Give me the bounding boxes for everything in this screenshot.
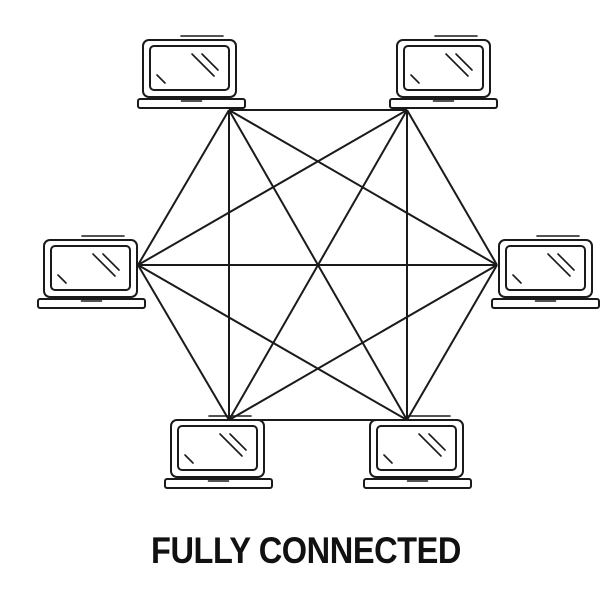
- laptop-icon-bottom-left: [164, 415, 273, 489]
- laptop-base: [491, 298, 600, 309]
- screen-glare-line: [455, 53, 473, 71]
- laptop-screen: [50, 245, 131, 291]
- laptop-base: [137, 98, 246, 109]
- laptop-nodes: [37, 35, 600, 489]
- laptop-icon-top-left: [137, 35, 246, 109]
- connection-line-top-left-to-middle-left: [137, 109, 230, 266]
- screen-glare-line: [547, 253, 571, 277]
- connection-line-middle-left-to-bottom-left: [137, 264, 230, 421]
- connection-line-middle-right-to-bottom-left: [228, 264, 498, 421]
- laptop-screen: [505, 245, 586, 291]
- screen-glare-line: [219, 433, 243, 457]
- connection-line-middle-right-to-bottom-right: [406, 264, 498, 421]
- screen-glare-line: [201, 53, 219, 71]
- laptop-screen: [376, 425, 457, 471]
- connection-line-middle-left-to-bottom-right: [137, 264, 408, 421]
- laptop-base: [164, 478, 273, 489]
- laptop-screen: [177, 425, 258, 471]
- screen-glare-line: [57, 274, 67, 284]
- laptop-icon-middle-left: [37, 235, 146, 309]
- screen-glare-line: [229, 433, 247, 451]
- laptop-base: [363, 478, 472, 489]
- screen-glare-line: [102, 253, 120, 271]
- screen-glare-line: [383, 454, 393, 464]
- screen-glare-line: [92, 253, 116, 277]
- laptop-icon-middle-right: [491, 235, 600, 309]
- screen-glare-line: [428, 433, 446, 451]
- screen-glare-line: [410, 74, 420, 84]
- laptop-base: [389, 98, 498, 109]
- connection-lines: [137, 109, 498, 421]
- screen-glare-line: [156, 74, 166, 84]
- screen-glare-line: [557, 253, 575, 271]
- diagram-title: FULLY CONNECTED: [150, 530, 461, 571]
- screen-glare-line: [418, 433, 442, 457]
- screen-glare-line: [512, 274, 522, 284]
- laptop-base: [37, 298, 146, 309]
- laptop-icon-top-right: [389, 35, 498, 109]
- laptop-icon-bottom-right: [363, 415, 472, 489]
- connection-line-top-right-to-middle-left: [137, 109, 408, 266]
- connection-line-top-right-to-middle-right: [406, 109, 498, 266]
- screen-glare-line: [445, 53, 469, 77]
- laptop-screen: [149, 45, 230, 91]
- screen-glare-line: [184, 454, 194, 464]
- screen-glare-line: [191, 53, 215, 77]
- laptop-screen: [403, 45, 484, 91]
